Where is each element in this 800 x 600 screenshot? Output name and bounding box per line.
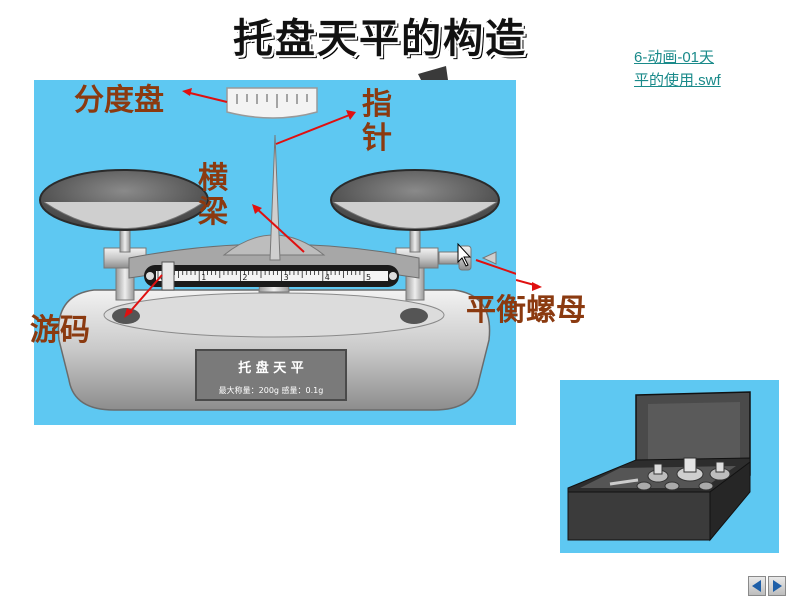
- page-title: 托盘天平的构造: [233, 16, 527, 62]
- nameplate: [195, 349, 347, 401]
- box-lid-fragment: [418, 66, 448, 82]
- weight-box-panel: [560, 380, 779, 553]
- nut-arrow-extension: [516, 279, 542, 291]
- animation-link-line1: 6-动画-01天: [634, 49, 715, 66]
- weight-box-illustration: [567, 391, 751, 542]
- scale-tick-label: 5: [366, 273, 371, 282]
- pointer: [269, 134, 281, 261]
- label-pointer: 指针: [362, 87, 392, 156]
- balance-diagram-panel: 托 盘 天 平 最大称量：200g 感量：0.1g 012345: [34, 80, 535, 425]
- animation-link-line2: 平的使用.swf: [634, 72, 721, 89]
- scale-tick-label: 2: [242, 273, 247, 282]
- label-balance-nut: 平衡螺母: [466, 293, 586, 328]
- next-button[interactable]: [768, 576, 786, 596]
- rider: [161, 261, 175, 291]
- triangle-right-icon: [773, 580, 782, 592]
- triangle-left-icon: [752, 580, 761, 592]
- nameplate-title: 托 盘 天 平: [238, 360, 304, 376]
- prev-button[interactable]: [748, 576, 766, 596]
- dial: [226, 87, 318, 119]
- animation-link[interactable]: 6-动画-01天 平的使用.swf: [634, 46, 764, 92]
- label-dial: 分度盘: [74, 83, 164, 118]
- label-rider: 游码: [30, 313, 90, 348]
- balance-illustration: 托 盘 天 平 最大称量：200g 感量：0.1g 012345: [39, 87, 535, 411]
- nameplate-spec: 最大称量：200g 感量：0.1g: [219, 385, 324, 395]
- scale-tick-label: 3: [284, 273, 289, 282]
- scale-tick-label: 4: [325, 273, 330, 282]
- mouse-cursor: [457, 242, 472, 267]
- label-beam: 横梁: [198, 161, 228, 230]
- label-arrows: [124, 88, 535, 318]
- scale-tick-label: 1: [201, 273, 206, 282]
